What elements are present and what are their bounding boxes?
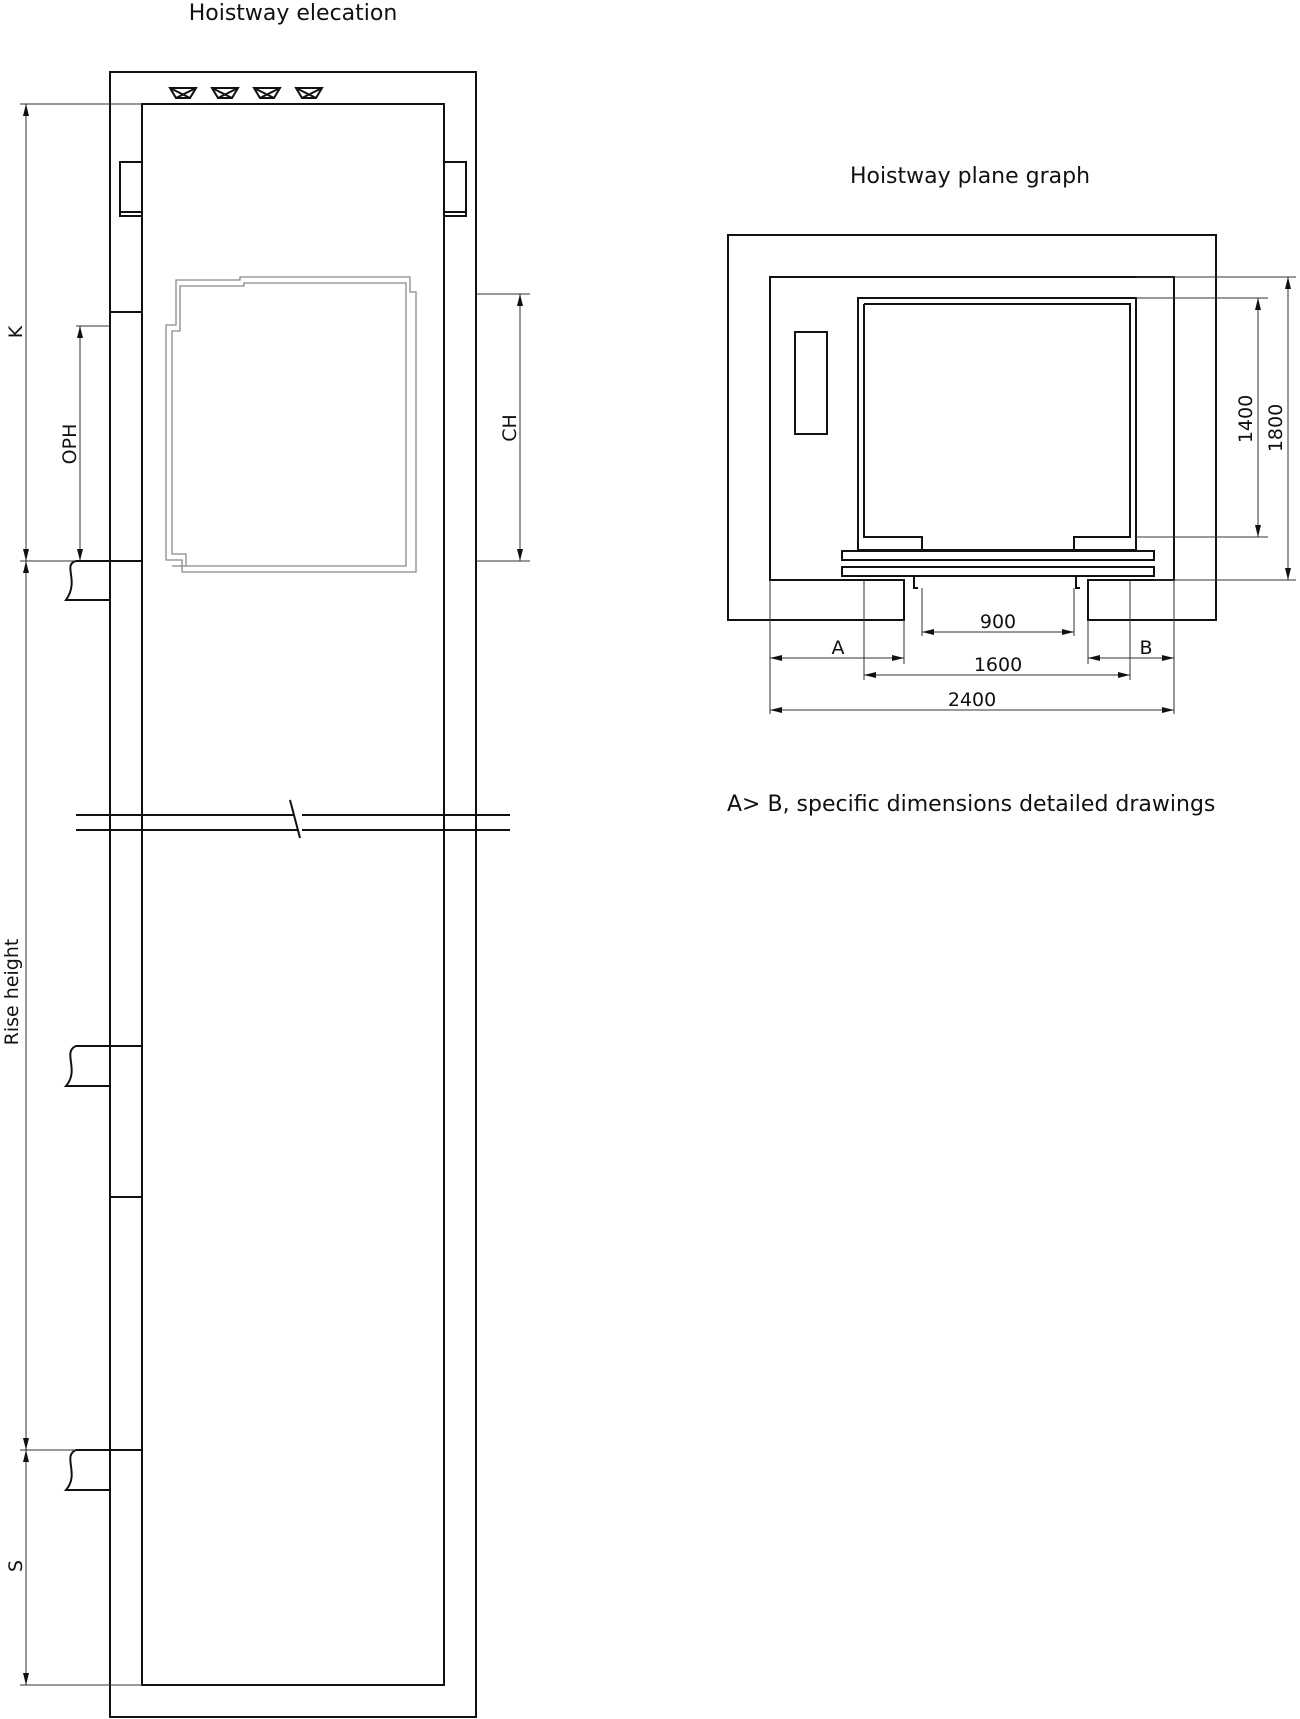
oph-dimension: [76, 325, 110, 561]
plan-view: 1400 1800: [727, 234, 1296, 714]
left-guide-bracket: [119, 161, 143, 217]
a-label: A: [832, 637, 845, 659]
depth-dimensions: [1136, 276, 1296, 581]
elevation-view: CH OPH K Rise height S: [1, 71, 530, 1718]
car-door-sill: [841, 550, 1155, 561]
landing-door-sill: [841, 566, 1155, 577]
oph-label: OPH: [59, 424, 81, 465]
width-dimensions: [769, 580, 1175, 714]
elevation-title: Hoistway elecation: [189, 1, 398, 26]
shaft-inner-wall: [141, 103, 445, 1686]
sheave-icon: [294, 87, 324, 99]
plan-title: Hoistway plane graph: [850, 164, 1090, 189]
right-guide-bracket: [443, 161, 467, 217]
door-hangers: [913, 576, 1080, 589]
shaft-depth-label: 1800: [1265, 404, 1287, 452]
shaft-outer-wall: [109, 71, 477, 1718]
break-line: [76, 799, 510, 839]
car-depth-label: 1400: [1235, 395, 1257, 443]
ch-dimension: [476, 293, 530, 562]
shaft-width-label: 2400: [948, 689, 996, 711]
rise-height-label: Rise height: [1, 939, 23, 1046]
landing-floor-middle: [63, 1045, 142, 1087]
landing-floor-top: [64, 560, 142, 612]
plan-car-inner: [863, 303, 1131, 550]
counterweight: [794, 331, 828, 435]
k-label: K: [5, 325, 27, 338]
sheave-icon: [168, 87, 198, 99]
landing-floor-bottom: [63, 1449, 142, 1491]
sheave-icon: [210, 87, 240, 99]
door-width-label: 900: [980, 611, 1016, 633]
b-label: B: [1139, 637, 1152, 659]
s-label: S: [5, 1560, 27, 1572]
k-rise-s-dimension-chain: [20, 103, 142, 1686]
car-width-label: 1600: [974, 654, 1022, 676]
top-sheaves: [160, 87, 330, 105]
ch-label: CH: [499, 414, 521, 442]
sheave-icon: [252, 87, 282, 99]
elevator-car: [165, 276, 417, 573]
plan-shaft-wall: [727, 234, 1217, 621]
plan-car-outer: [857, 297, 1137, 551]
plan-note: A> B, specific dimensions detailed drawi…: [727, 792, 1215, 817]
